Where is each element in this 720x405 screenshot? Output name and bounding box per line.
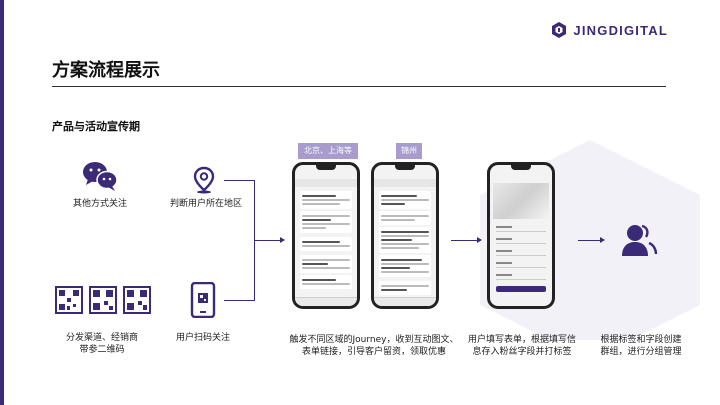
connector-bottom [224, 300, 254, 301]
step-label-journey: 触发不同区域的Journey，收到互动图文、 表单链接，引导客户留资，领取优惠 [289, 335, 459, 358]
step-label-group: 根据标签和字段创建 群组，进行分组管理 [600, 335, 682, 358]
arrow-head-group [600, 237, 605, 243]
phone-mockup-journey-b [371, 162, 439, 309]
region-tag-major-cities: 北京、上海等 [298, 143, 358, 159]
arrow-head-form [477, 237, 482, 243]
phone-mockup-form [487, 162, 555, 309]
title-divider [52, 86, 666, 87]
source-label-location: 判断用户所在地区 [169, 199, 242, 209]
phone-scan-icon [190, 282, 216, 318]
jing-logo-icon [552, 22, 567, 38]
qr-codes-icon [55, 286, 151, 314]
left-accent-bar [0, 0, 4, 405]
arrow-head-journey [280, 237, 285, 243]
arrow-to-journey [254, 240, 280, 241]
location-pin-icon [193, 166, 215, 194]
wechat-icon [83, 162, 118, 191]
arrow-to-form [451, 240, 477, 241]
source-label-scan: 用户扫码关注 [175, 333, 230, 343]
section-title: 产品与活动宣传期 [52, 120, 140, 133]
connector-top [224, 180, 254, 181]
step-label-form: 用户填写表单，根据填写信 息存入粉丝字段并打标签 [467, 335, 576, 358]
brand-logo: JINGDIGITAL [551, 22, 668, 38]
phone-mockup-journey-a [292, 162, 360, 309]
page-title: 方案流程展示 [52, 60, 160, 81]
brand-name: JINGDIGITAL [573, 22, 668, 38]
source-label-wechat: 其他方式关注 [72, 199, 127, 209]
arrow-to-group [578, 240, 600, 241]
source-label-qr: 分发渠道、经销商 带参二维码 [65, 333, 138, 356]
region-tag-jinzhou: 锦州 [396, 143, 422, 159]
user-group-icon [622, 224, 658, 256]
